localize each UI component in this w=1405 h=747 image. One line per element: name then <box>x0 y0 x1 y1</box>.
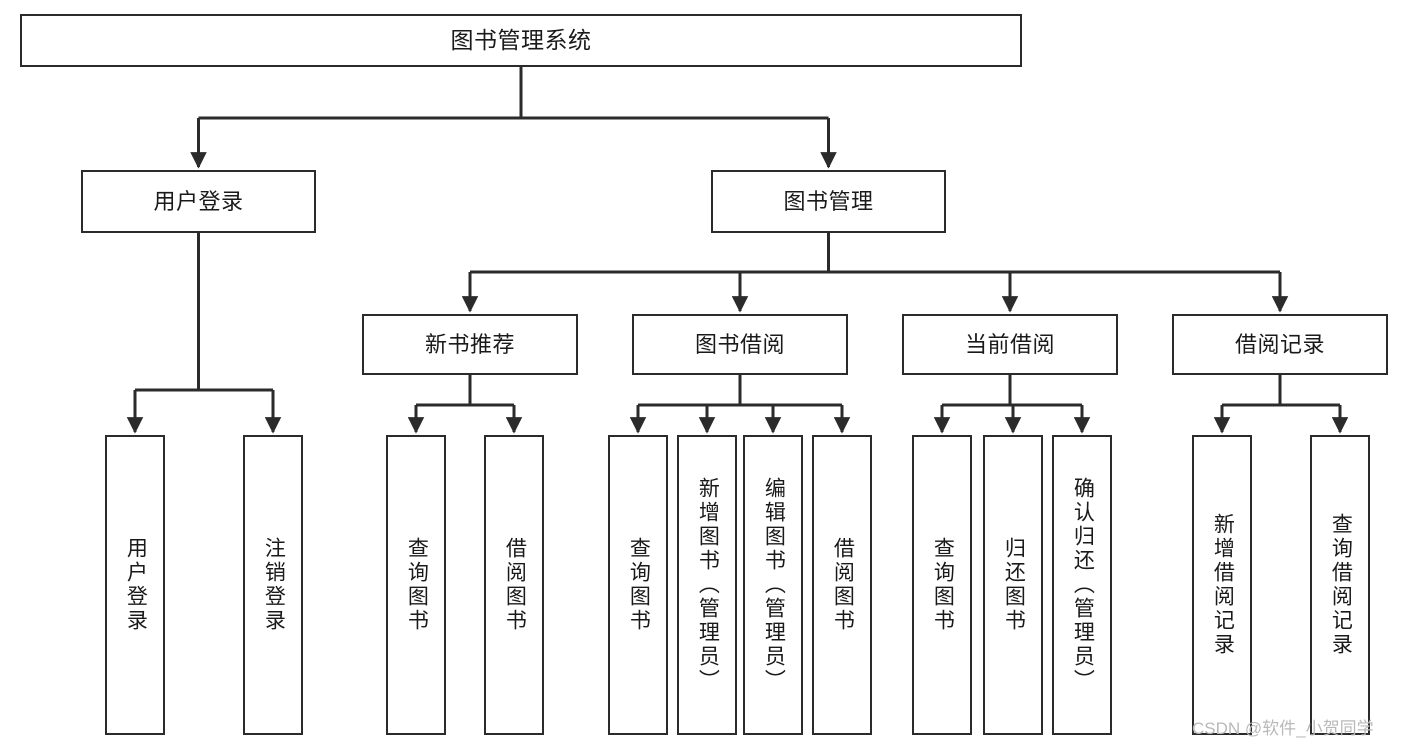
node-leaf-add-record-label: 新增借阅记录 <box>1211 513 1235 657</box>
node-borrow-record-label: 借阅记录 <box>1234 331 1325 357</box>
node-current-borrow[interactable]: 当前借阅 <box>902 314 1118 375</box>
node-leaf-borrow-book-2-label: 借阅图书 <box>831 537 855 633</box>
node-new-book-rec-label: 新书推荐 <box>424 331 515 357</box>
node-book-manage-label: 图书管理 <box>783 188 874 214</box>
node-current-borrow-label: 当前借阅 <box>964 331 1055 357</box>
node-borrow-record[interactable]: 借阅记录 <box>1172 314 1388 375</box>
node-leaf-confirm-return-label: 确认归还（管理员） <box>1071 477 1095 693</box>
node-leaf-query-book-2[interactable]: 查询图书 <box>608 435 668 735</box>
node-leaf-edit-book-label: 编辑图书（管理员） <box>762 477 786 693</box>
node-leaf-user-login[interactable]: 用户登录 <box>105 435 165 735</box>
node-leaf-query-book-1-label: 查询图书 <box>405 537 429 633</box>
node-user-login[interactable]: 用户登录 <box>81 170 316 233</box>
node-leaf-logout-label: 注销登录 <box>262 537 286 633</box>
node-leaf-confirm-return[interactable]: 确认归还（管理员） <box>1052 435 1112 735</box>
node-leaf-return-book-label: 归还图书 <box>1002 537 1026 633</box>
node-book-manage[interactable]: 图书管理 <box>711 170 946 233</box>
node-user-login-label: 用户登录 <box>153 188 244 214</box>
node-leaf-user-login-label: 用户登录 <box>124 537 148 633</box>
node-leaf-query-record[interactable]: 查询借阅记录 <box>1310 435 1370 735</box>
node-leaf-logout[interactable]: 注销登录 <box>243 435 303 735</box>
node-leaf-query-record-label: 查询借阅记录 <box>1329 513 1353 657</box>
node-leaf-borrow-book-1-label: 借阅图书 <box>503 537 527 633</box>
watermark-text: CSDN @软件_小贺同学 <box>1192 719 1374 738</box>
node-leaf-query-book-3-label: 查询图书 <box>931 537 955 633</box>
node-leaf-add-book-label: 新增图书（管理员） <box>696 477 720 693</box>
node-new-book-rec[interactable]: 新书推荐 <box>362 314 578 375</box>
node-leaf-edit-book[interactable]: 编辑图书（管理员） <box>743 435 803 735</box>
node-book-borrow[interactable]: 图书借阅 <box>632 314 848 375</box>
node-leaf-add-record[interactable]: 新增借阅记录 <box>1192 435 1252 735</box>
node-leaf-borrow-book-2[interactable]: 借阅图书 <box>812 435 872 735</box>
node-leaf-add-book[interactable]: 新增图书（管理员） <box>677 435 737 735</box>
node-leaf-return-book[interactable]: 归还图书 <box>983 435 1043 735</box>
node-leaf-query-book-1[interactable]: 查询图书 <box>386 435 446 735</box>
node-root[interactable]: 图书管理系统 <box>20 14 1022 67</box>
node-leaf-borrow-book-1[interactable]: 借阅图书 <box>484 435 544 735</box>
node-leaf-query-book-2-label: 查询图书 <box>627 537 651 633</box>
node-book-borrow-label: 图书借阅 <box>694 331 785 357</box>
node-root-label: 图书管理系统 <box>450 26 592 53</box>
node-leaf-query-book-3[interactable]: 查询图书 <box>912 435 972 735</box>
